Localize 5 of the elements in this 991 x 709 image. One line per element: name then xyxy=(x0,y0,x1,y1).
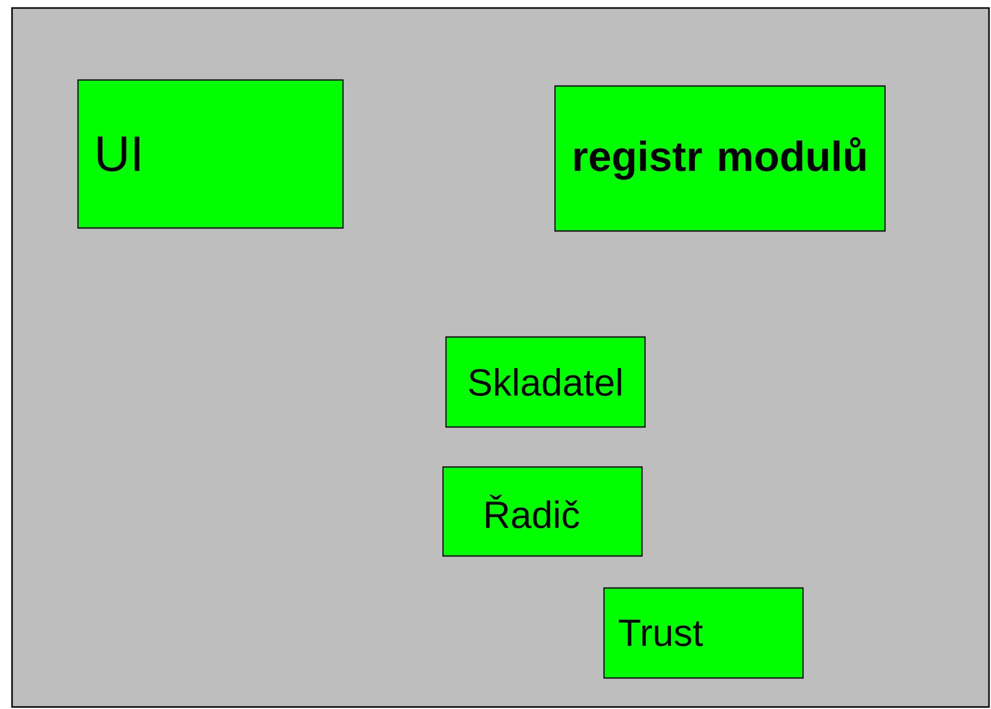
process-box: Skladatel xyxy=(445,336,646,428)
process-box: registr modulů xyxy=(554,85,886,232)
process-box: Řadič xyxy=(442,466,643,557)
process-box: UI xyxy=(77,79,344,229)
process-box: Trust xyxy=(603,587,804,679)
